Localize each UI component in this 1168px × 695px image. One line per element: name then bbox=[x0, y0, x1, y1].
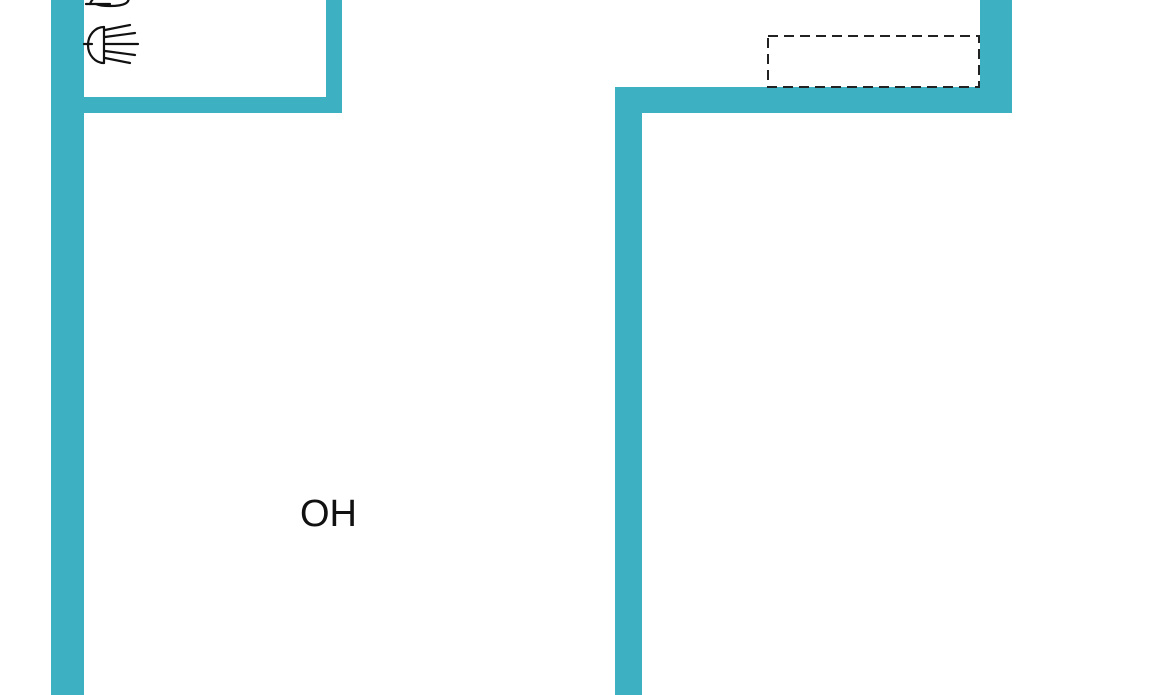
shower-icon bbox=[82, 23, 140, 65]
bathroom-bottom-wall bbox=[51, 97, 342, 113]
dashed-outline-box bbox=[767, 35, 980, 88]
bathroom-right-wall bbox=[326, 0, 342, 113]
room-label-oh: OH bbox=[300, 493, 357, 535]
right-upper-wall bbox=[980, 0, 1012, 113]
left-outer-wall bbox=[51, 0, 84, 695]
toilet-icon bbox=[84, 0, 130, 8]
right-horizontal-wall bbox=[615, 87, 1012, 113]
center-vertical-wall bbox=[615, 87, 642, 695]
